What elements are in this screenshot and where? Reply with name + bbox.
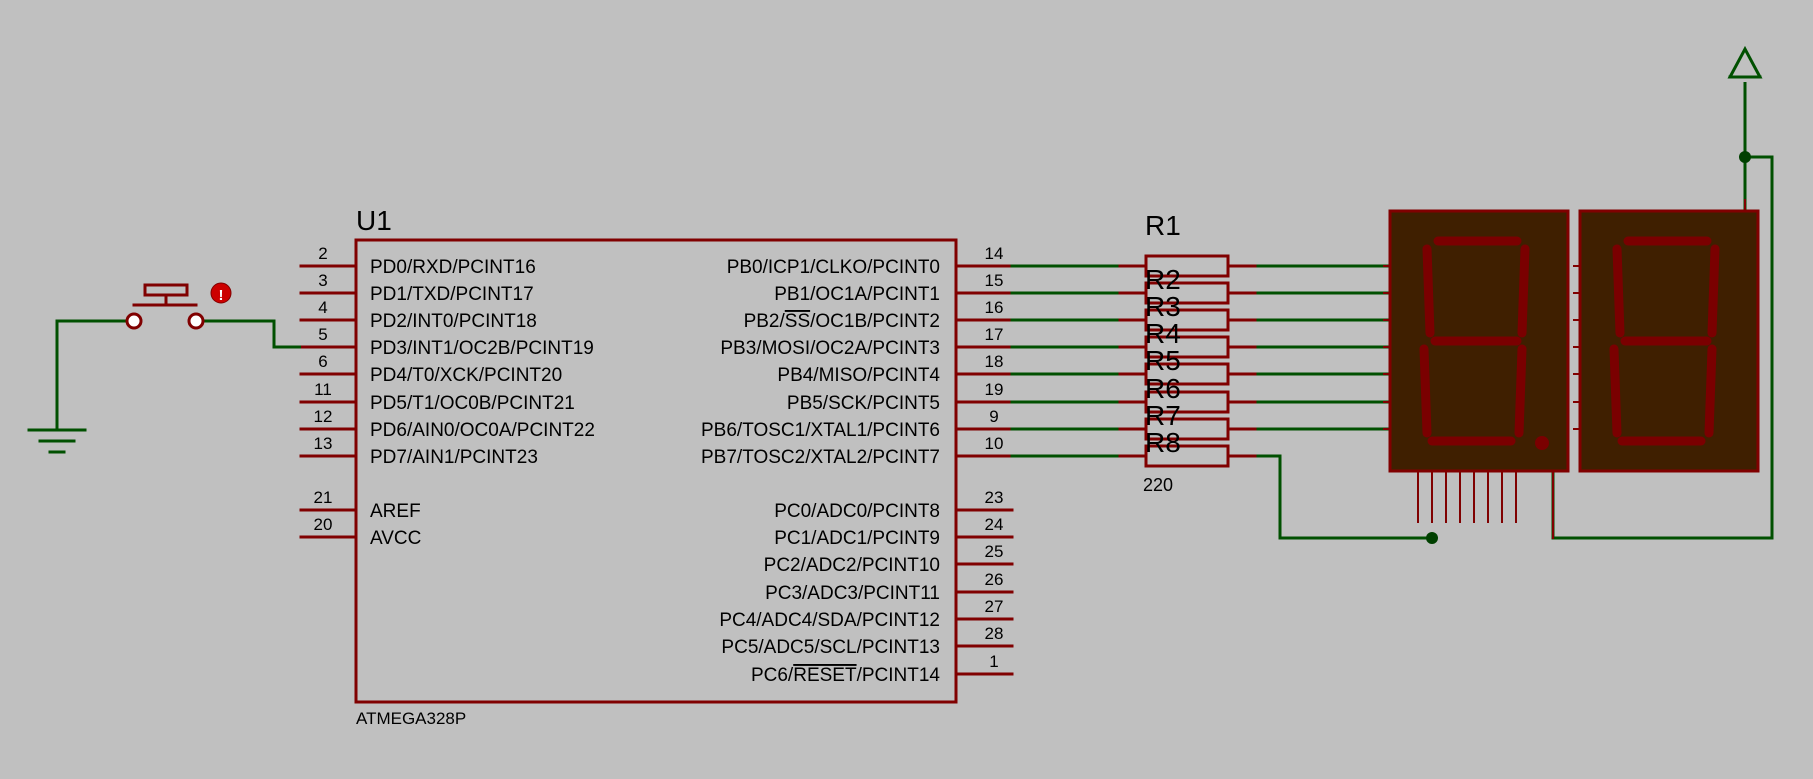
pin-name-label: PB1/OC1A/PCINT1 [774, 284, 940, 305]
button-contact [125, 312, 143, 330]
pin-name-label: AVCC [370, 528, 421, 549]
pin-name-label: PB4/MISO/PCINT4 [777, 365, 940, 386]
pin-name-label: PC4/ADC4/SDA/PCINT12 [719, 610, 940, 631]
pin-number-label: 20 [314, 515, 333, 534]
pin-number-label: 21 [314, 488, 333, 507]
pin-number-label: 26 [985, 570, 1004, 589]
pin-name-label: PC6/RESET/PCINT14 [751, 665, 940, 686]
mcu-part-label: ATMEGA328P [356, 709, 466, 728]
resistor-reference-label: R8 [1145, 427, 1181, 458]
pin-name-label: PB5/SCK/PCINT5 [787, 393, 940, 414]
button-contact [187, 312, 205, 330]
pin-number-label: 13 [314, 434, 333, 453]
pin-name-label: PD1/TXD/PCINT17 [370, 284, 534, 305]
pin-name-label: PB0/ICP1/CLKO/PCINT0 [727, 257, 940, 278]
pin-name-label: PC3/ADC3/PCINT11 [765, 583, 940, 604]
pin-name-label: PD6/AIN0/OC0A/PCINT22 [370, 420, 595, 441]
display-segment [1704, 344, 1717, 438]
pin-number-label: 3 [318, 271, 327, 290]
display-segment [1707, 244, 1720, 338]
pin-name-label: PD2/INT0/PCINT18 [370, 311, 537, 332]
pin-name-label: PC5/ADC5/SCL/PCINT13 [721, 637, 940, 658]
resistor-reference-label: R4 [1145, 318, 1181, 349]
junction-dot [1739, 151, 1751, 163]
display-segment [1514, 344, 1527, 438]
mcu-reference-label: U1 [356, 205, 392, 236]
wire-segment [196, 319, 301, 349]
seven-segment-displays[interactable] [1383, 199, 1760, 539]
display-decimal-point [1535, 436, 1549, 450]
resistor-value-label: 220 [1143, 475, 1173, 495]
pin-number-label: 11 [314, 380, 332, 399]
pin-name-label: PD0/RXD/PCINT16 [370, 257, 536, 278]
pin-number-label: 18 [985, 352, 1004, 371]
pin-name-label: PB2/SS/OC1B/PCINT2 [744, 311, 940, 332]
display-segment [1612, 244, 1625, 338]
seven-segment-display-icon [1383, 209, 1570, 473]
pin-name-label: PD7/AIN1/PCINT23 [370, 447, 538, 468]
pin-name-label: PC1/ADC1/PCINT9 [774, 528, 940, 549]
display-segment [1422, 244, 1435, 338]
pin-number-label: 28 [985, 624, 1004, 643]
pin-name-label: PB6/TOSC1/XTAL1/PCINT6 [701, 420, 940, 441]
pin-number-label: 24 [985, 515, 1004, 534]
junction-dot [1426, 532, 1438, 544]
exclamation-marker-icon [210, 282, 232, 304]
resistor-reference-label: R1 [1145, 210, 1181, 241]
resistor-reference-label: R5 [1145, 345, 1181, 376]
display-segment [1609, 344, 1622, 438]
pin-number-label: 23 [985, 488, 1004, 507]
pin-name-label: PB7/TOSC2/XTAL2/PCINT7 [701, 447, 940, 468]
pin-number-label: 4 [318, 298, 327, 317]
pin-number-label: 2 [318, 244, 327, 263]
wire-segment [1255, 454, 1432, 540]
pin-number-label: 17 [985, 325, 1004, 344]
pin-name-label: PD3/INT1/OC2B/PCINT19 [370, 338, 594, 359]
resistor-reference-label: R2 [1145, 264, 1181, 295]
ground-icon [27, 428, 87, 454]
pin-name-label: PD5/T1/OC0B/PCINT21 [370, 393, 575, 414]
resistor-reference-label: R6 [1145, 373, 1181, 404]
pin-number-label: 5 [318, 325, 327, 344]
resistor-reference-label: R3 [1145, 291, 1181, 322]
power-terminal-icon [1727, 45, 1763, 79]
pin-name-label: PB3/MOSI/OC2A/PCINT3 [720, 338, 940, 359]
pin-number-label: 9 [989, 407, 998, 426]
pin-number-label: 25 [985, 542, 1004, 561]
pin-number-label: 6 [318, 352, 327, 371]
exclamation-marker-glyph: ! [219, 287, 224, 304]
display-segment [1517, 244, 1530, 338]
pin-number-label: 12 [314, 407, 333, 426]
push-button-icon[interactable]: ! [55, 282, 301, 432]
pin-number-label: 10 [985, 434, 1004, 453]
pin-name-label: AREF [370, 501, 421, 522]
pin-name-label: PC0/ADC0/PCINT8 [774, 501, 940, 522]
pin-number-label: 19 [985, 380, 1004, 399]
resistor-reference-label: R7 [1145, 400, 1181, 431]
pin-number-label: 16 [985, 298, 1004, 317]
pin-number-label: 1 [989, 652, 998, 671]
pin-name-label: PD4/T0/XCK/PCINT20 [370, 365, 562, 386]
display-segment [1419, 344, 1432, 438]
power-arrow [1727, 45, 1763, 79]
seven-segment-display-icon [1573, 209, 1760, 473]
pin-number-label: 27 [985, 597, 1004, 616]
pin-number-label: 15 [985, 271, 1004, 290]
mcu-body [354, 238, 958, 704]
pin-number-label: 14 [985, 244, 1004, 263]
pin-name-label: PC2/ADC2/PCINT10 [764, 555, 940, 576]
